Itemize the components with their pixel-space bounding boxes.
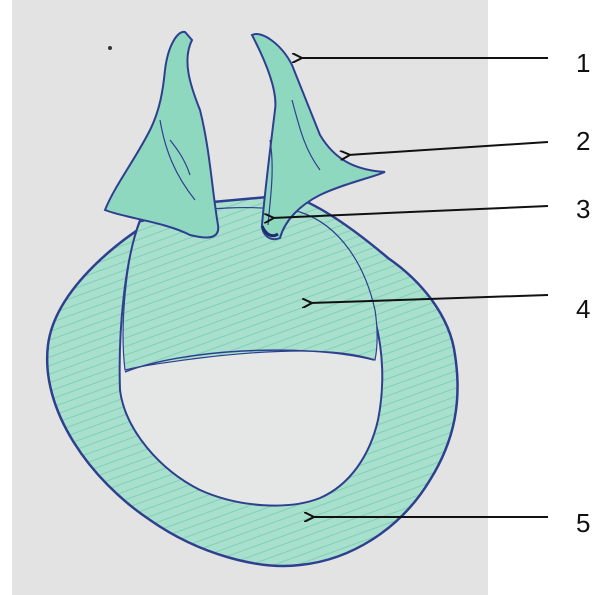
label-2: 2 — [576, 128, 590, 154]
label-1: 1 — [576, 50, 590, 76]
debris-speck — [108, 46, 112, 50]
label-3: 3 — [576, 196, 590, 222]
label-4: 4 — [576, 296, 590, 322]
label-5: 5 — [576, 510, 590, 536]
